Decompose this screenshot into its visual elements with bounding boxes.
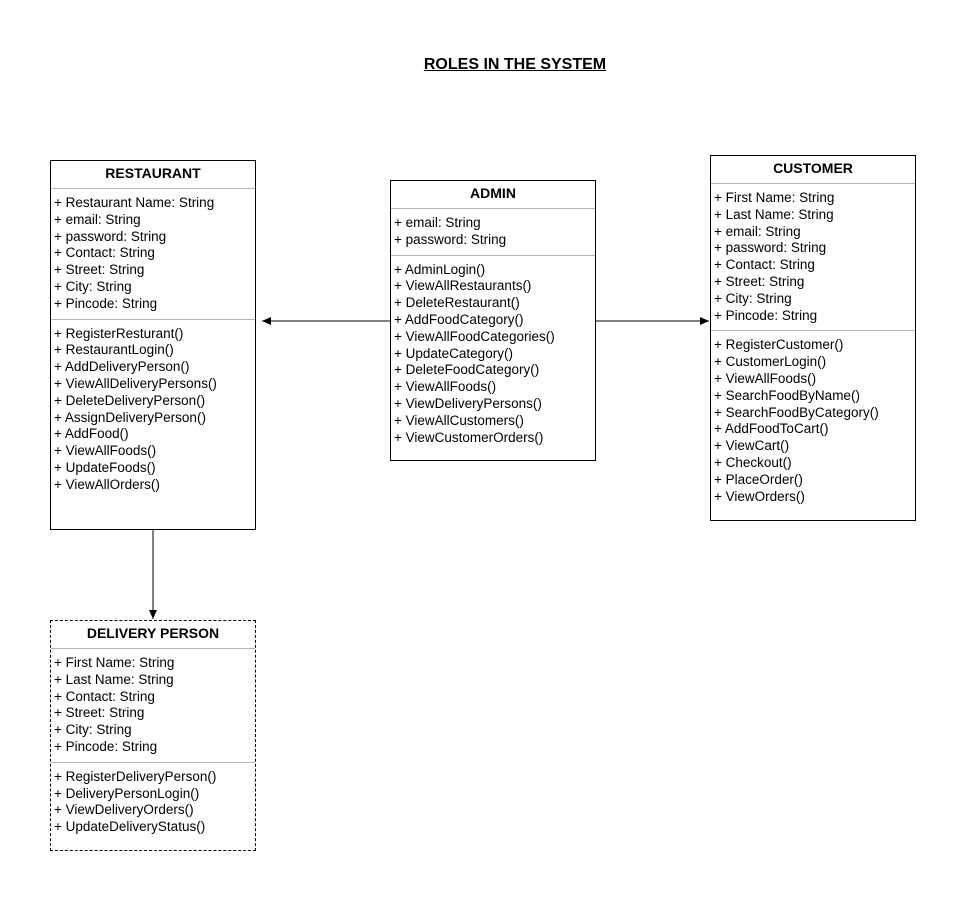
attributes-section: + Restaurant Name: String+ email: String… [51,189,255,320]
methods-section: + RegisterDeliveryPerson()+ DeliveryPers… [51,763,255,842]
attribute-row: + Last Name: String [54,671,174,687]
class-name: CUSTOMER [711,156,915,184]
method-row: + UpdateCategory() [394,345,513,361]
method-row: + RegisterDeliveryPerson() [54,768,217,784]
method-row: + DeleteFoodCategory() [394,362,540,378]
attribute-row: + password: String [394,231,507,247]
methods-section: + RegisterResturant()+ RestaurantLogin()… [51,320,255,500]
class-restaurant: RESTAURANT + Restaurant Name: String+ em… [50,160,256,530]
method-row: + SearchFoodByCategory() [714,404,879,420]
method-row: + AddDeliveryPerson() [54,359,190,375]
class-name: RESTAURANT [51,161,255,189]
attribute-row: + email: String [394,215,481,230]
attribute-row: + Contact: String [54,245,155,261]
attribute-row: + Pincode: String [54,295,158,311]
method-row: + ViewAllRestaurants() [394,278,532,294]
attributes-section: + First Name: String+ Last Name: String+… [711,184,915,332]
methods-section: + AdminLogin()+ ViewAllRestaurants()+ De… [391,256,595,453]
method-row: + UpdateDeliveryStatus() [54,819,206,835]
method-row: + ViewAllOrders() [54,476,160,492]
attribute-row: + Contact: String [54,688,155,704]
attribute-row: + Street: String [714,273,805,289]
method-row: + AddFoodToCart() [714,421,829,437]
method-row: + DeleteRestaurant() [394,295,520,311]
attribute-row: + password: String [54,228,167,244]
method-row: + Checkout() [714,454,792,470]
attribute-row: + Street: String [54,705,145,721]
method-row: + AdminLogin() [394,261,486,277]
attribute-row: + Street: String [54,262,145,278]
attribute-row: + City: String [714,290,792,306]
method-row: + ViewAllFoods() [54,443,157,459]
method-row: + ViewAllFoods() [394,379,497,395]
attribute-row: + password: String [714,240,827,256]
method-row: + PlaceOrder() [714,471,803,487]
attribute-row: + email: String [714,223,801,239]
method-row: + ViewDeliveryPersons() [394,395,542,411]
methods-section: + RegisterCustomer()+ CustomerLogin()+ V… [711,331,915,511]
method-row: + ViewAllCustomers() [394,412,524,428]
attribute-row: + Last Name: String [714,206,834,222]
attribute-row: + Pincode: String [714,307,818,323]
method-row: + RegisterCustomer() [714,337,844,353]
class-name: ADMIN [391,181,595,209]
class-customer: CUSTOMER + First Name: String+ Last Name… [710,155,916,521]
method-row: + RestaurantLogin() [54,342,174,358]
method-row: + ViewCart() [714,438,790,454]
attributes-section: + email: String+ password: String [391,209,595,256]
method-row: + DeliveryPersonLogin() [54,785,200,801]
attribute-row: + Contact: String [714,257,815,273]
method-row: + UpdateFoods() [54,459,156,475]
attribute-row: + First Name: String [714,190,835,205]
attributes-section: + First Name: String+ Last Name: String+… [51,649,255,763]
method-row: + AddFoodCategory() [394,311,524,327]
method-row: + RegisterResturant() [54,325,184,341]
method-row: + ViewAllFoodCategories() [394,328,555,344]
method-row: + ViewCustomerOrders() [394,429,544,445]
method-row: + AssignDeliveryPerson() [54,409,206,425]
method-row: + SearchFoodByName() [714,387,860,403]
method-row: + ViewAllFoods() [714,370,817,386]
class-admin: ADMIN + email: String+ password: String … [390,180,596,461]
class-name: DELIVERY PERSON [51,621,255,649]
method-row: + DeleteDeliveryPerson() [54,392,206,408]
attribute-row: + email: String [54,211,141,227]
attribute-row: + First Name: String [54,655,175,670]
attribute-row: + City: String [54,278,132,294]
method-row: + ViewDeliveryOrders() [54,802,194,818]
method-row: + ViewOrders() [714,488,805,504]
attribute-row: + City: String [54,722,132,738]
method-row: + AddFood() [54,426,129,442]
method-row: + CustomerLogin() [714,354,827,370]
method-row: + ViewAllDeliveryPersons() [54,375,217,391]
attribute-row: + Restaurant Name: String [54,195,215,210]
class-delivery-person: DELIVERY PERSON + First Name: String+ La… [50,620,256,851]
diagram-title: ROLES IN THE SYSTEM [423,56,607,73]
attribute-row: + Pincode: String [54,738,158,754]
